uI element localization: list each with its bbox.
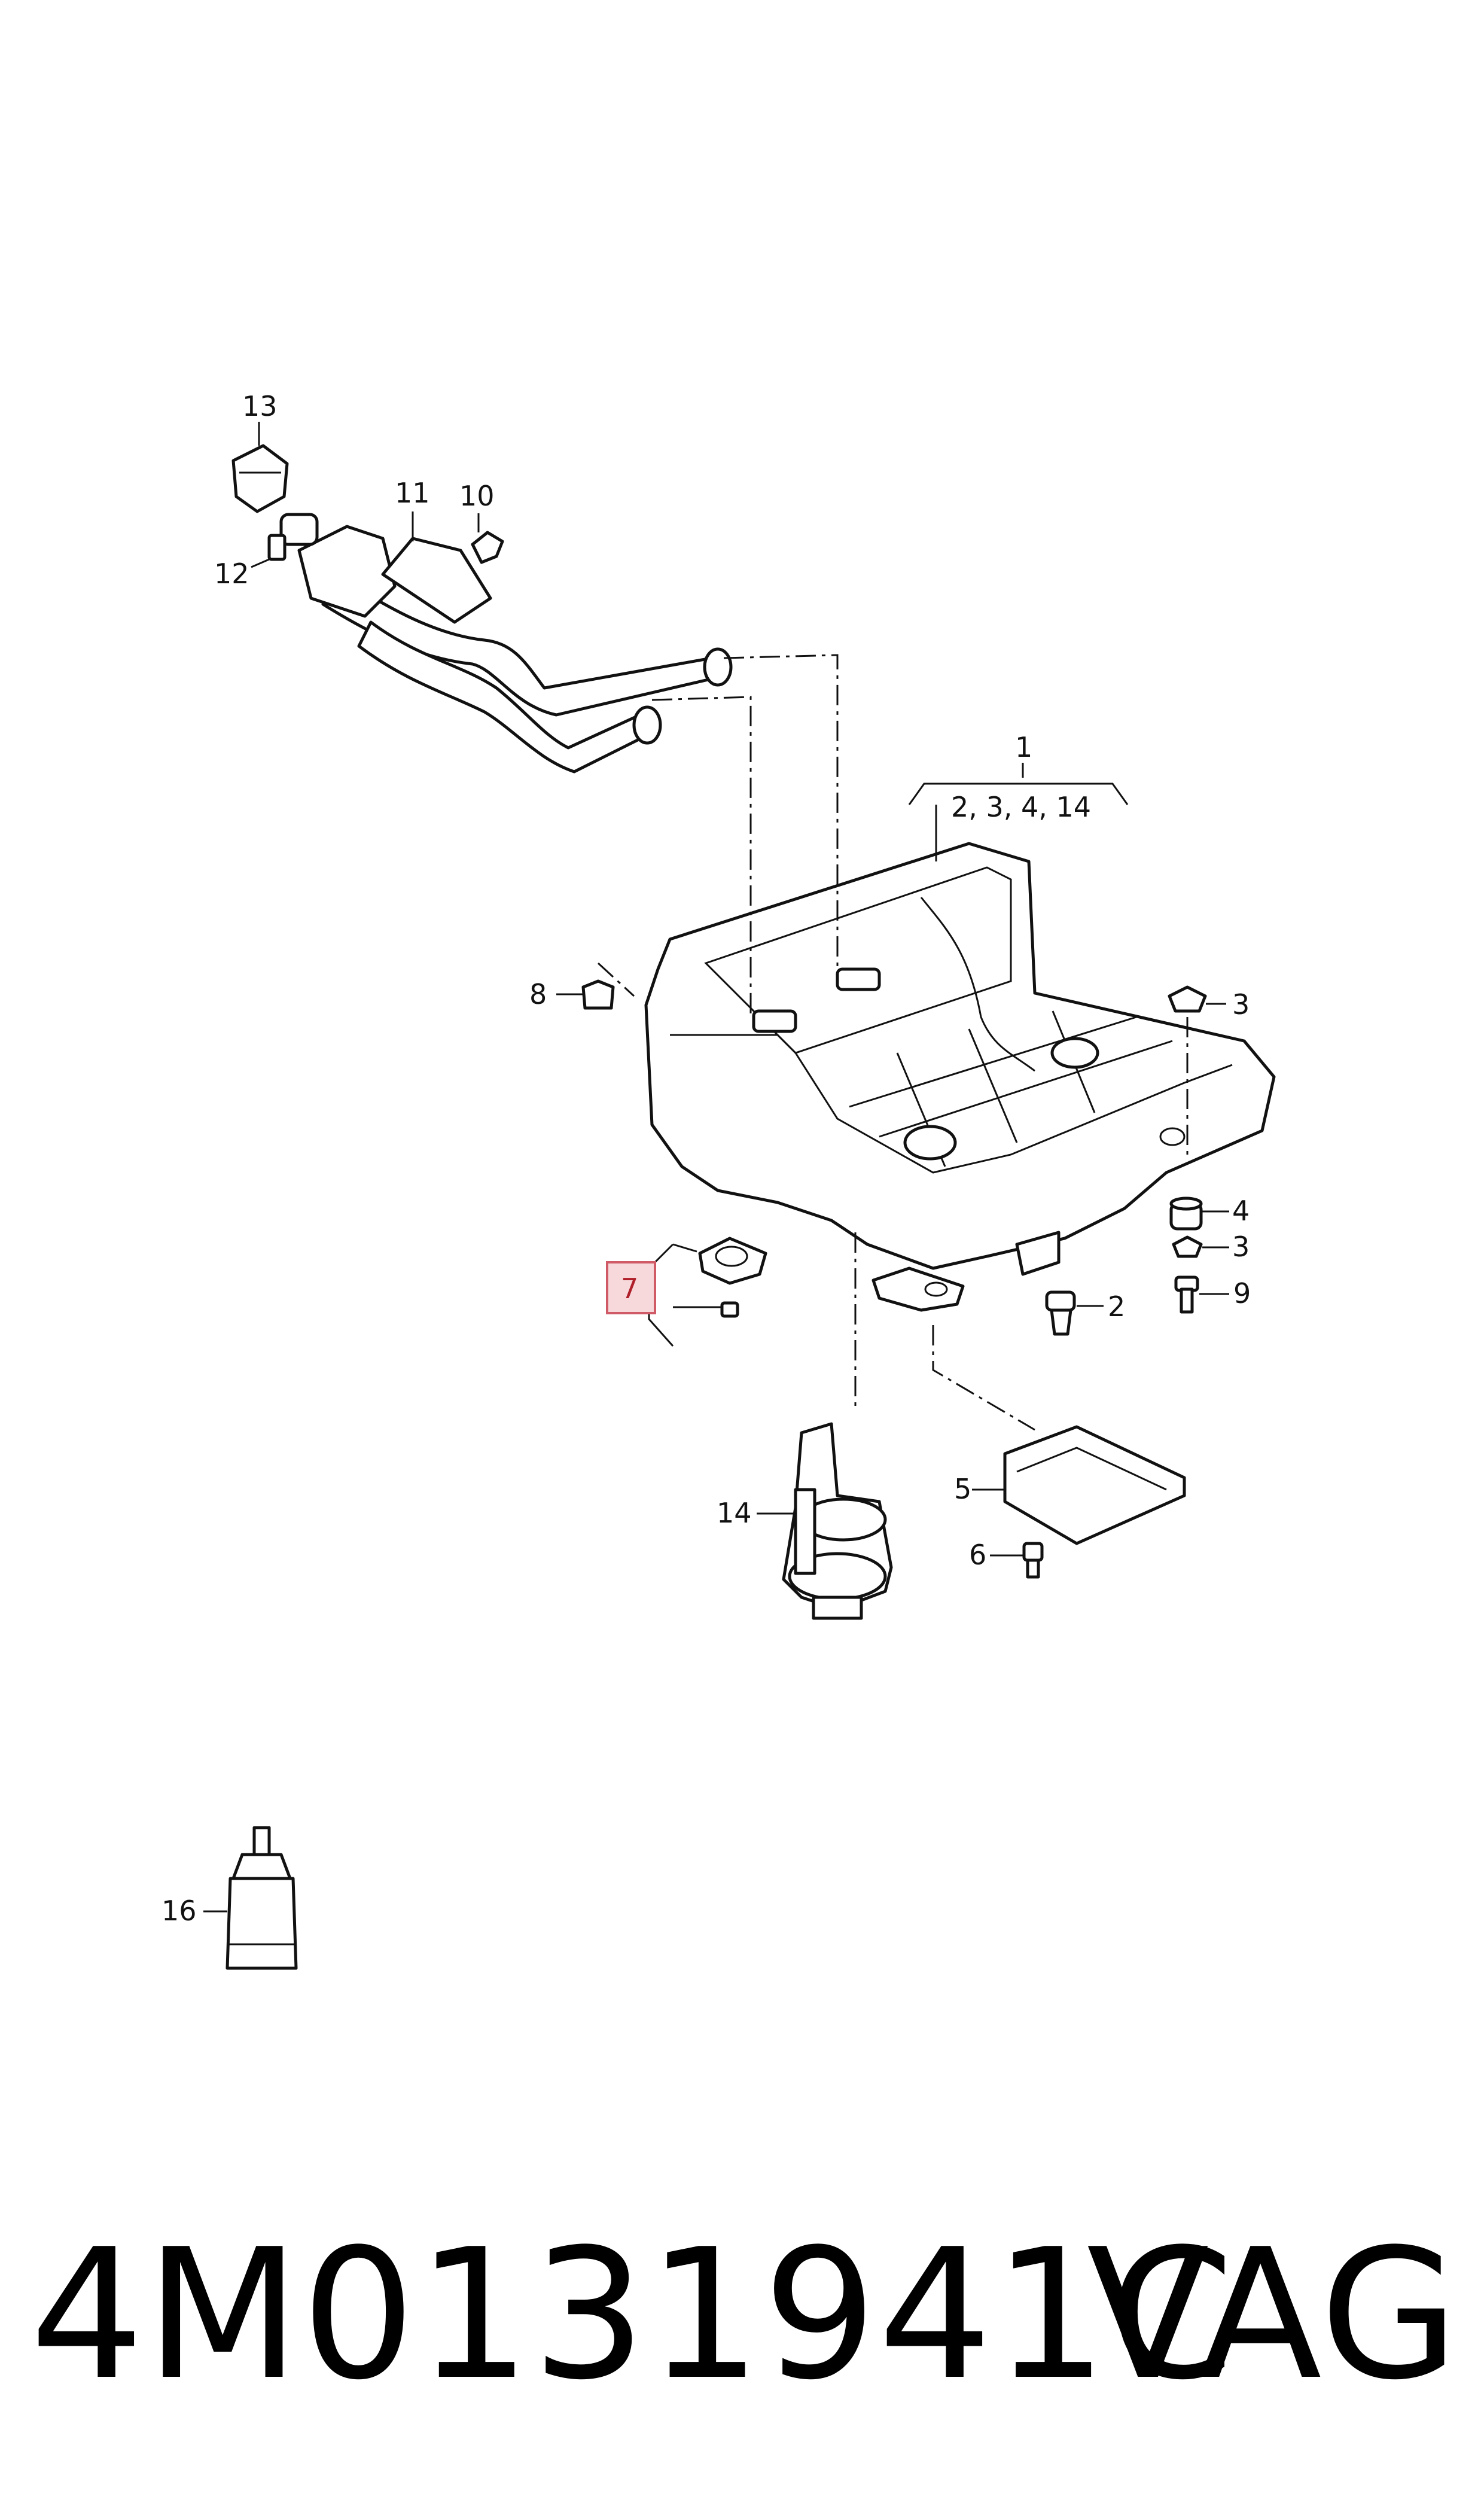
- callout-13: 13: [242, 390, 278, 422]
- callout-2: 2: [1108, 1290, 1125, 1323]
- callout-1: 1: [1015, 731, 1032, 763]
- part-number: 4M0131941C: [30, 2211, 1236, 2419]
- nut-8: [556, 979, 615, 1010]
- additive-bottle-16: [203, 1826, 298, 1970]
- callout-4: 4: [1232, 1195, 1250, 1227]
- fuel-cap-shape: [231, 444, 289, 513]
- part-7-highlight-box: [606, 1261, 656, 1314]
- right-fasteners: [1168, 985, 1229, 1314]
- assembly-lines: [597, 654, 1189, 1431]
- part-7-group: [606, 1237, 767, 1347]
- brand-label: VAG: [1086, 2211, 1460, 2419]
- control-module-5: [972, 1425, 1186, 1579]
- callout-1-sub: 2, 3, 4, 14: [951, 791, 1091, 823]
- callout-10: 10: [459, 480, 495, 512]
- fuel-tank: [644, 842, 1276, 1312]
- fuel-pump-14: [757, 1422, 893, 1620]
- footer: 4M0131941C VAG: [0, 2208, 1484, 2423]
- callout-8: 8: [529, 978, 547, 1010]
- callout-11: 11: [395, 477, 430, 509]
- callout-12: 12: [214, 558, 249, 590]
- callout-16: 16: [161, 1895, 197, 1927]
- callout-3-top: 3: [1232, 988, 1250, 1021]
- callout-7: 7: [621, 1272, 638, 1305]
- callout-5: 5: [954, 1473, 971, 1505]
- filler-neck-assembly: [231, 444, 733, 774]
- upper-leaders: [251, 422, 480, 568]
- callout-labels: 1 2, 3, 4, 14 2 3 3 4 5 6 7 8 9 10 11 12…: [161, 390, 1251, 1927]
- bolt-2: [1045, 1290, 1104, 1336]
- callout-3-bottom: 3: [1232, 1231, 1250, 1263]
- callout-6: 6: [969, 1539, 986, 1571]
- callout-1-bracket: [908, 763, 1129, 861]
- callout-9: 9: [1233, 1277, 1251, 1310]
- callout-14: 14: [717, 1497, 752, 1529]
